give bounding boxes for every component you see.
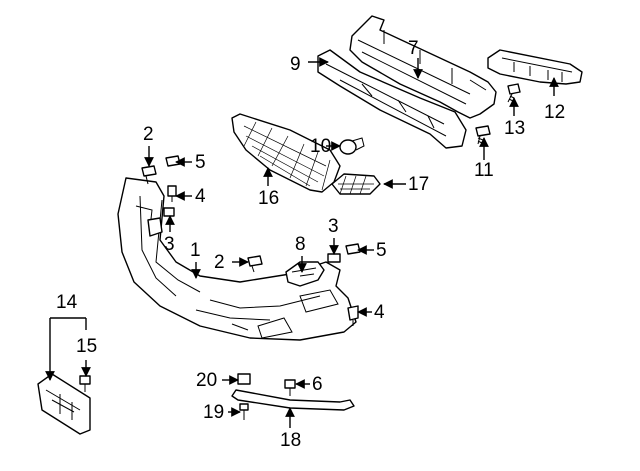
callout-1: 1: [190, 240, 201, 261]
lower-molding: [231, 389, 355, 411]
callout-10: 7: [408, 38, 419, 59]
callout-2a: 2: [143, 124, 154, 145]
clip-20: [237, 373, 251, 385]
bracket-7: [285, 261, 325, 287]
screw-19: [239, 403, 249, 420]
callout-6: 6: [312, 374, 323, 395]
callout-18: 18: [280, 430, 301, 451]
callout-numbers: 7 9 12 13 11 10 16 17 2 5 4 3 1 2 8 3 5 …: [56, 38, 565, 451]
energy-absorber: [317, 49, 467, 149]
callout-19: 19: [203, 402, 224, 423]
bracket-12: [487, 49, 583, 85]
callout-9: 10: [310, 136, 331, 157]
callout-11: 11: [474, 160, 494, 181]
callout-7: 8: [295, 234, 306, 255]
callout-4a: 4: [195, 186, 206, 207]
bolt-11: [475, 125, 491, 145]
fastener-9: [339, 137, 365, 155]
callout-16: 16: [258, 188, 279, 209]
callout-3a: 3: [164, 234, 175, 255]
clip-5b: [345, 243, 361, 255]
callout-8: 9: [290, 54, 301, 75]
screw-15: [79, 375, 91, 392]
callout-14: 14: [56, 292, 78, 313]
callout-17: 17: [408, 174, 429, 195]
callout-3b: 3: [328, 216, 339, 237]
reinforcement-beam: [349, 15, 497, 119]
leader-lines: [45, 57, 559, 428]
bumper-cover: [117, 177, 357, 341]
callout-2b: 2: [214, 252, 225, 273]
callout-5a: 5: [195, 152, 206, 173]
clip-3a: [163, 207, 175, 217]
callout-4b: 4: [374, 302, 385, 323]
screw-4a: [167, 185, 177, 202]
callout-15: 15: [76, 336, 97, 357]
callout-12: 12: [544, 102, 565, 123]
screw-6: [284, 379, 296, 396]
clip-5a: [165, 155, 181, 167]
fog-grille: [331, 173, 381, 195]
callout-13: 13: [504, 118, 525, 139]
clip-3b: [327, 253, 341, 263]
screw-4b: [347, 305, 359, 326]
bolt-2b: [247, 255, 263, 273]
callout-20: 20: [196, 370, 217, 391]
callout-5b: 5: [376, 240, 387, 261]
lower-grille: [231, 113, 341, 193]
